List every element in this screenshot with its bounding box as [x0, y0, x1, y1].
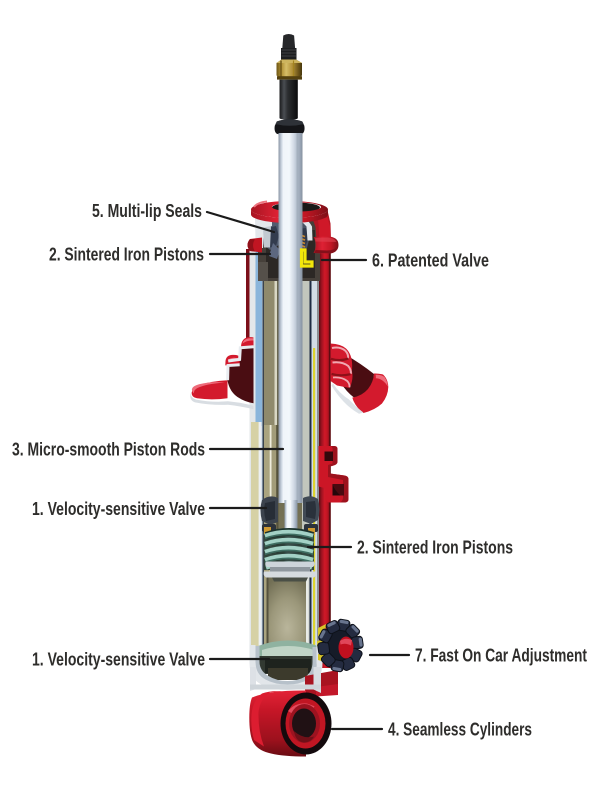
svg-text:4. Seamless Cylinders: 4. Seamless Cylinders	[388, 719, 532, 740]
svg-text:1. Velocity-sensitive Valve: 1. Velocity-sensitive Valve	[32, 498, 205, 519]
svg-text:7. Fast On Car Adjustment: 7. Fast On Car Adjustment	[415, 645, 587, 666]
svg-text:3. Micro-smooth Piston Rods: 3. Micro-smooth Piston Rods	[12, 439, 205, 460]
svg-text:6. Patented Valve: 6. Patented Valve	[372, 250, 489, 271]
svg-text:5. Multi-lip Seals: 5. Multi-lip Seals	[92, 200, 202, 221]
svg-text:2. Sintered Iron Pistons: 2. Sintered Iron Pistons	[49, 244, 204, 265]
svg-text:1. Velocity-sensitive Valve: 1. Velocity-sensitive Valve	[32, 649, 205, 670]
svg-text:2. Sintered Iron Pistons: 2. Sintered Iron Pistons	[357, 537, 513, 558]
